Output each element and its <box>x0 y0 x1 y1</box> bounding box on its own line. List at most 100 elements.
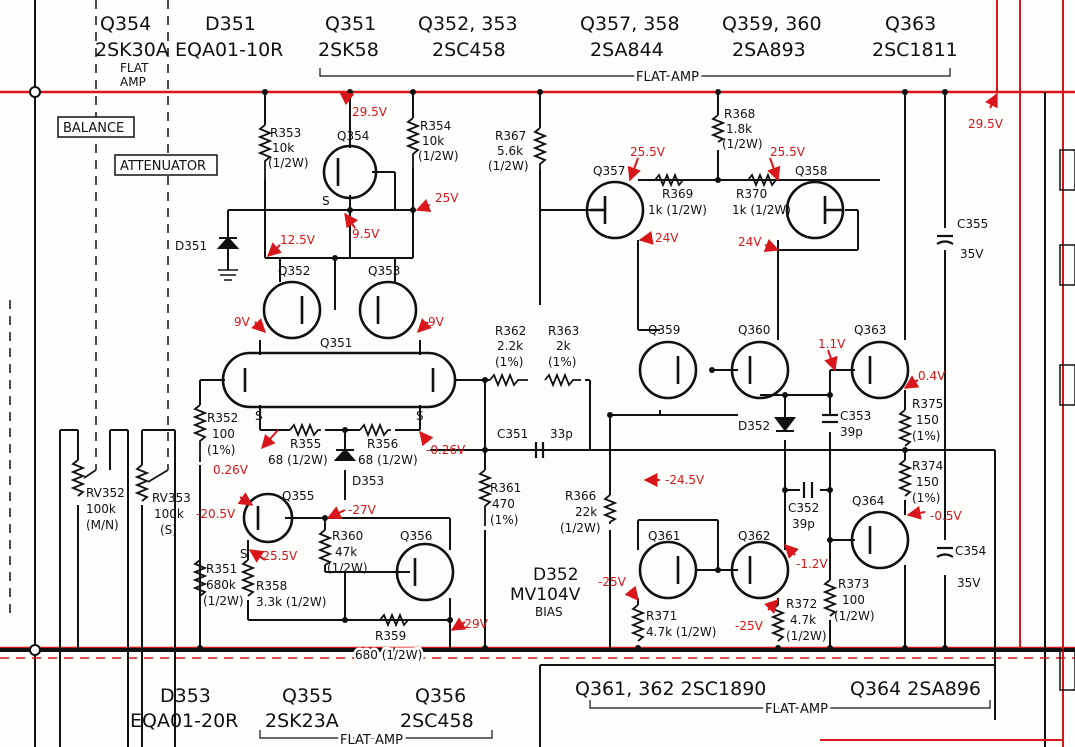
r366-value: 22k <box>575 505 597 519</box>
r371-name: R371 <box>646 609 677 623</box>
r366-name: R366 <box>565 489 596 503</box>
voltage-24a: 24V <box>655 231 679 245</box>
r351-name: R351 <box>206 562 237 576</box>
q354-pin-s: S <box>322 194 330 208</box>
voltage-29-5b: 29.5V <box>968 117 1004 131</box>
r360-value: 47k <box>335 545 357 559</box>
wires <box>59 92 996 747</box>
r353-name: R353 <box>270 126 301 140</box>
resistors <box>70 114 913 642</box>
q363-label: Q363 <box>854 323 886 337</box>
r359-name: R359 <box>375 629 406 643</box>
q359-transistor <box>638 340 698 400</box>
q362-transistor <box>730 540 790 600</box>
q359-360-header: Q359, 360 <box>722 13 822 35</box>
rv352-value: 100k <box>86 502 116 516</box>
q360-transistor <box>730 340 790 400</box>
rv353-name: RV353 <box>152 491 191 505</box>
r367-value: 5.6k <box>497 144 523 158</box>
r374-name: R374 <box>912 459 943 473</box>
q361-transistor <box>638 540 698 600</box>
d351-part: EQA01-10R <box>175 39 283 61</box>
rv352-name: RV352 <box>86 486 125 500</box>
diodes <box>216 236 796 461</box>
q353-label: Q353 <box>368 264 400 278</box>
r360-symbol <box>317 529 333 566</box>
ground-symbols <box>218 269 238 281</box>
voltage-25: 25V <box>435 191 459 205</box>
voltage-m0-5: -0.5V <box>930 509 962 523</box>
r358-name: R358 <box>256 579 287 593</box>
q352-353-part: 2SC458 <box>432 39 506 61</box>
q354-role1: FLAT <box>120 61 149 75</box>
q354-part: 2SK30A <box>95 39 169 61</box>
r351-rating: (1/2W) <box>203 594 244 608</box>
r374-value: 150 <box>916 475 939 489</box>
q352-label: Q352 <box>278 264 310 278</box>
r370-symbol <box>747 172 777 188</box>
q353-transistor <box>358 280 418 340</box>
q364-label: Q364 <box>852 494 884 508</box>
voltage-m24-5: -24.5V <box>665 473 705 487</box>
r352-symbol <box>192 404 208 462</box>
voltage-m25-5: -25.5V <box>258 549 298 563</box>
d351-diode <box>216 236 240 249</box>
r375-tol: (1%) <box>912 429 940 443</box>
voltage-m27: -27V <box>348 503 377 517</box>
voltage-m20-5: -20.5V <box>196 507 236 521</box>
r363-symbol <box>544 372 581 388</box>
rv352-type: (M/N) <box>86 518 119 532</box>
r362-tol: (1%) <box>495 355 523 369</box>
r359-symbol <box>379 612 409 628</box>
r372-value: 4.7k <box>790 613 816 627</box>
r359-value: 680 (1/2W) <box>355 648 422 662</box>
box-labels: BALANCE ATTENUATOR <box>63 121 206 174</box>
q359-label: Q359 <box>648 323 680 337</box>
r354-value: 10k <box>422 134 444 148</box>
q360-label: Q360 <box>738 323 770 337</box>
q363-transistor <box>850 340 910 400</box>
r358-value: 3.3k (1/2W) <box>256 595 326 609</box>
r352-value: 100 <box>212 427 235 441</box>
r361-tol: (1%) <box>490 513 518 527</box>
q355-part: 2SK23A <box>265 710 339 732</box>
q356-part: 2SC458 <box>400 710 474 732</box>
q352-353-header: Q352, 353 <box>418 13 518 35</box>
r353-rating: (1/2W) <box>268 156 309 170</box>
r355-value: 68 (1/2W) <box>268 453 328 467</box>
q352-transistor <box>262 280 322 340</box>
r362-symbol <box>489 372 528 388</box>
d352-label: D352 <box>738 419 770 433</box>
r355-name: R355 <box>290 437 321 451</box>
r367-symbol <box>532 127 548 170</box>
voltage-m25a: -25V <box>598 575 627 589</box>
q355-pin-s: S <box>240 547 248 561</box>
q354-role2: AMP <box>120 75 146 89</box>
node <box>29 86 41 98</box>
q351-part: 2SK58 <box>318 39 379 61</box>
q355-transistor <box>242 492 294 544</box>
r363-tol: (1%) <box>548 355 576 369</box>
component-labels: R353 10k (1/2W) Q354 S R354 10k (1/2W) R… <box>86 107 988 665</box>
r373-rating: (1/2W) <box>834 609 875 623</box>
rv352-symbol <box>70 459 86 497</box>
r369-name: R369 <box>662 187 693 201</box>
r371-value: 4.7k (1/2W) <box>646 625 716 639</box>
q356-label: Q356 <box>400 529 432 543</box>
q363-part: 2SC1811 <box>872 39 958 61</box>
r352-tol: (1%) <box>207 443 235 457</box>
q364-header: Q364 2SA896 <box>850 678 981 700</box>
d353-part: EQA01-20R <box>130 710 238 732</box>
voltage-25-5a: 25.5V <box>630 145 666 159</box>
q362-label: Q362 <box>738 529 770 543</box>
r372-rating: (1/2W) <box>786 629 827 643</box>
c355-voltage: 35V <box>960 247 984 261</box>
r354-rating: (1/2W) <box>418 149 459 163</box>
voltage-labels: 29.5V 29.5V 9.5V 25V 12.5V 25.5V 25.5V 2… <box>196 105 1004 633</box>
junctions <box>197 89 948 651</box>
r354-name: R354 <box>420 119 451 133</box>
voltage-m25b: -25V <box>735 619 764 633</box>
r363-value: 2k <box>556 339 571 353</box>
node <box>29 644 41 656</box>
